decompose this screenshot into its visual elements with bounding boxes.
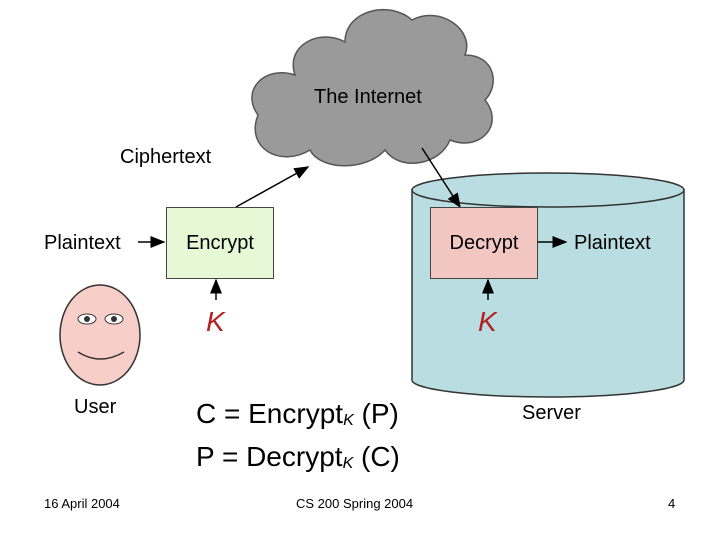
internet-label: The Internet [314,86,422,108]
encrypt-label: Encrypt [186,231,254,254]
arrow-encrypt-to-internet [235,166,310,208]
footer-page-number: 4 [668,496,676,511]
arrow-internet-to-decrypt [421,147,461,209]
plaintext-input-label: Plaintext [44,232,121,254]
ciphertext-label: Ciphertext [120,146,212,168]
equations-block: C = EncryptK (P) P = DecryptK (C) [196,396,400,482]
key-right-label: K [478,306,497,337]
user-label: User [74,396,117,418]
user-face-icon [59,284,141,386]
footer-course: CS 200 Spring 2004 [296,496,414,511]
internet-cloud [251,8,494,167]
encrypt-equation: C = EncryptK (P) [196,398,399,429]
key-left-label: K [206,306,225,337]
decrypt-label: Decrypt [449,231,519,254]
decrypt-equation: P = DecryptK (C) [196,441,400,472]
footer-date: 16 April 2004 [44,496,120,511]
plaintext-output-label: Plaintext [574,232,651,254]
server-label: Server [522,402,581,424]
decrypt-box: Decrypt [430,207,538,279]
encrypt-box: Encrypt [166,207,274,279]
